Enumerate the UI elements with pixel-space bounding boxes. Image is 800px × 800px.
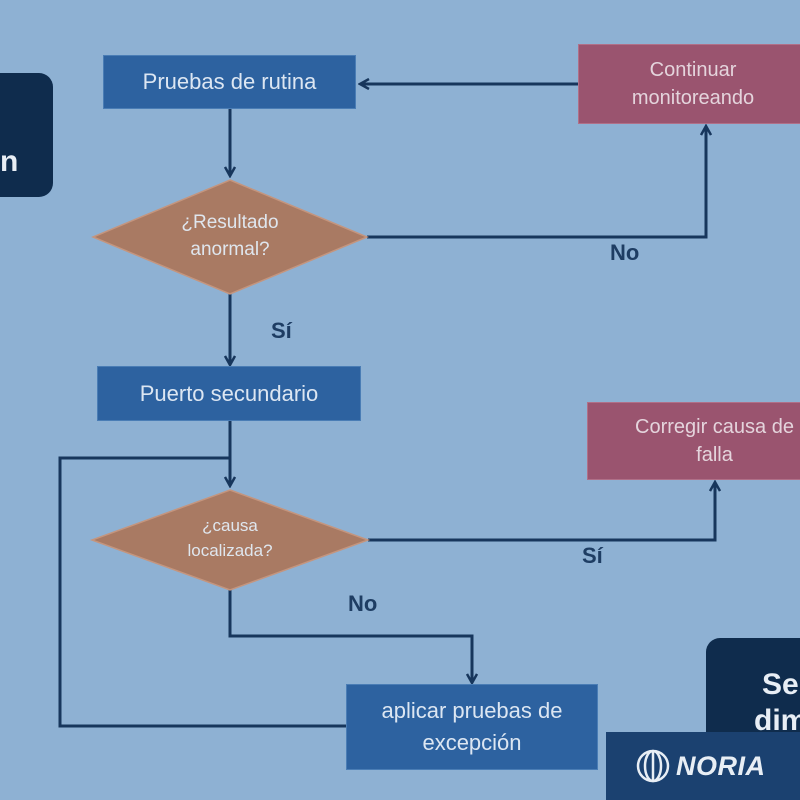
exception-line2: excepción [422, 730, 522, 755]
yes-label-abnormal: Sí [271, 318, 292, 343]
abnormal-line2: anormal? [190, 239, 270, 260]
right-panel-line2: dim [754, 704, 800, 737]
noria-logo-icon [636, 749, 670, 783]
edge-cause-no-to-exception [228, 590, 472, 683]
brand-footer: NORIA [606, 732, 800, 800]
decision-cause-located [89, 489, 371, 591]
secondary-port-box: Puerto secundario [97, 366, 361, 421]
edge-exception-loop-back [58, 456, 346, 728]
secondary-port-label: Puerto secundario [139, 380, 319, 406]
cause-line1: ¿causa [202, 516, 258, 535]
routine-tests-box: Pruebas de rutina [103, 55, 356, 109]
cause-decision-text: ¿causa localizada? [150, 513, 310, 563]
edge-abnormal-no-to-monitoring [367, 126, 706, 239]
continue-monitoring-line2: monitoreando [631, 87, 755, 109]
continue-monitoring-line1: Continuar [649, 59, 737, 81]
continue-monitoring-box: Continuar monitoreando [578, 44, 800, 124]
right-panel-line1: Se [762, 668, 799, 701]
edge-cause-yes-to-fix [368, 482, 715, 542]
left-info-panel: n [0, 73, 53, 197]
fix-cause-line2: falla [696, 444, 733, 466]
brand-name: NORIA [676, 750, 766, 781]
exception-tests-box: aplicar pruebas de excepción [346, 684, 598, 770]
exception-line1: aplicar pruebas de [381, 698, 563, 723]
routine-tests-label: Pruebas de rutina [142, 69, 317, 94]
decision-abnormal-result [91, 179, 369, 295]
abnormal-line1: ¿Resultado [181, 212, 279, 233]
cause-line2: localizada? [187, 541, 273, 560]
no-label-cause: No [348, 591, 378, 616]
fix-cause-line1: Corregir causa de [635, 416, 794, 438]
fix-cause-box: Corregir causa de falla [587, 402, 800, 480]
yes-label-cause: Sí [582, 543, 603, 568]
no-label-abnormal: No [610, 240, 640, 265]
abnormal-decision-text: ¿Resultado anormal? [150, 209, 310, 263]
left-panel-text: n [0, 145, 19, 178]
